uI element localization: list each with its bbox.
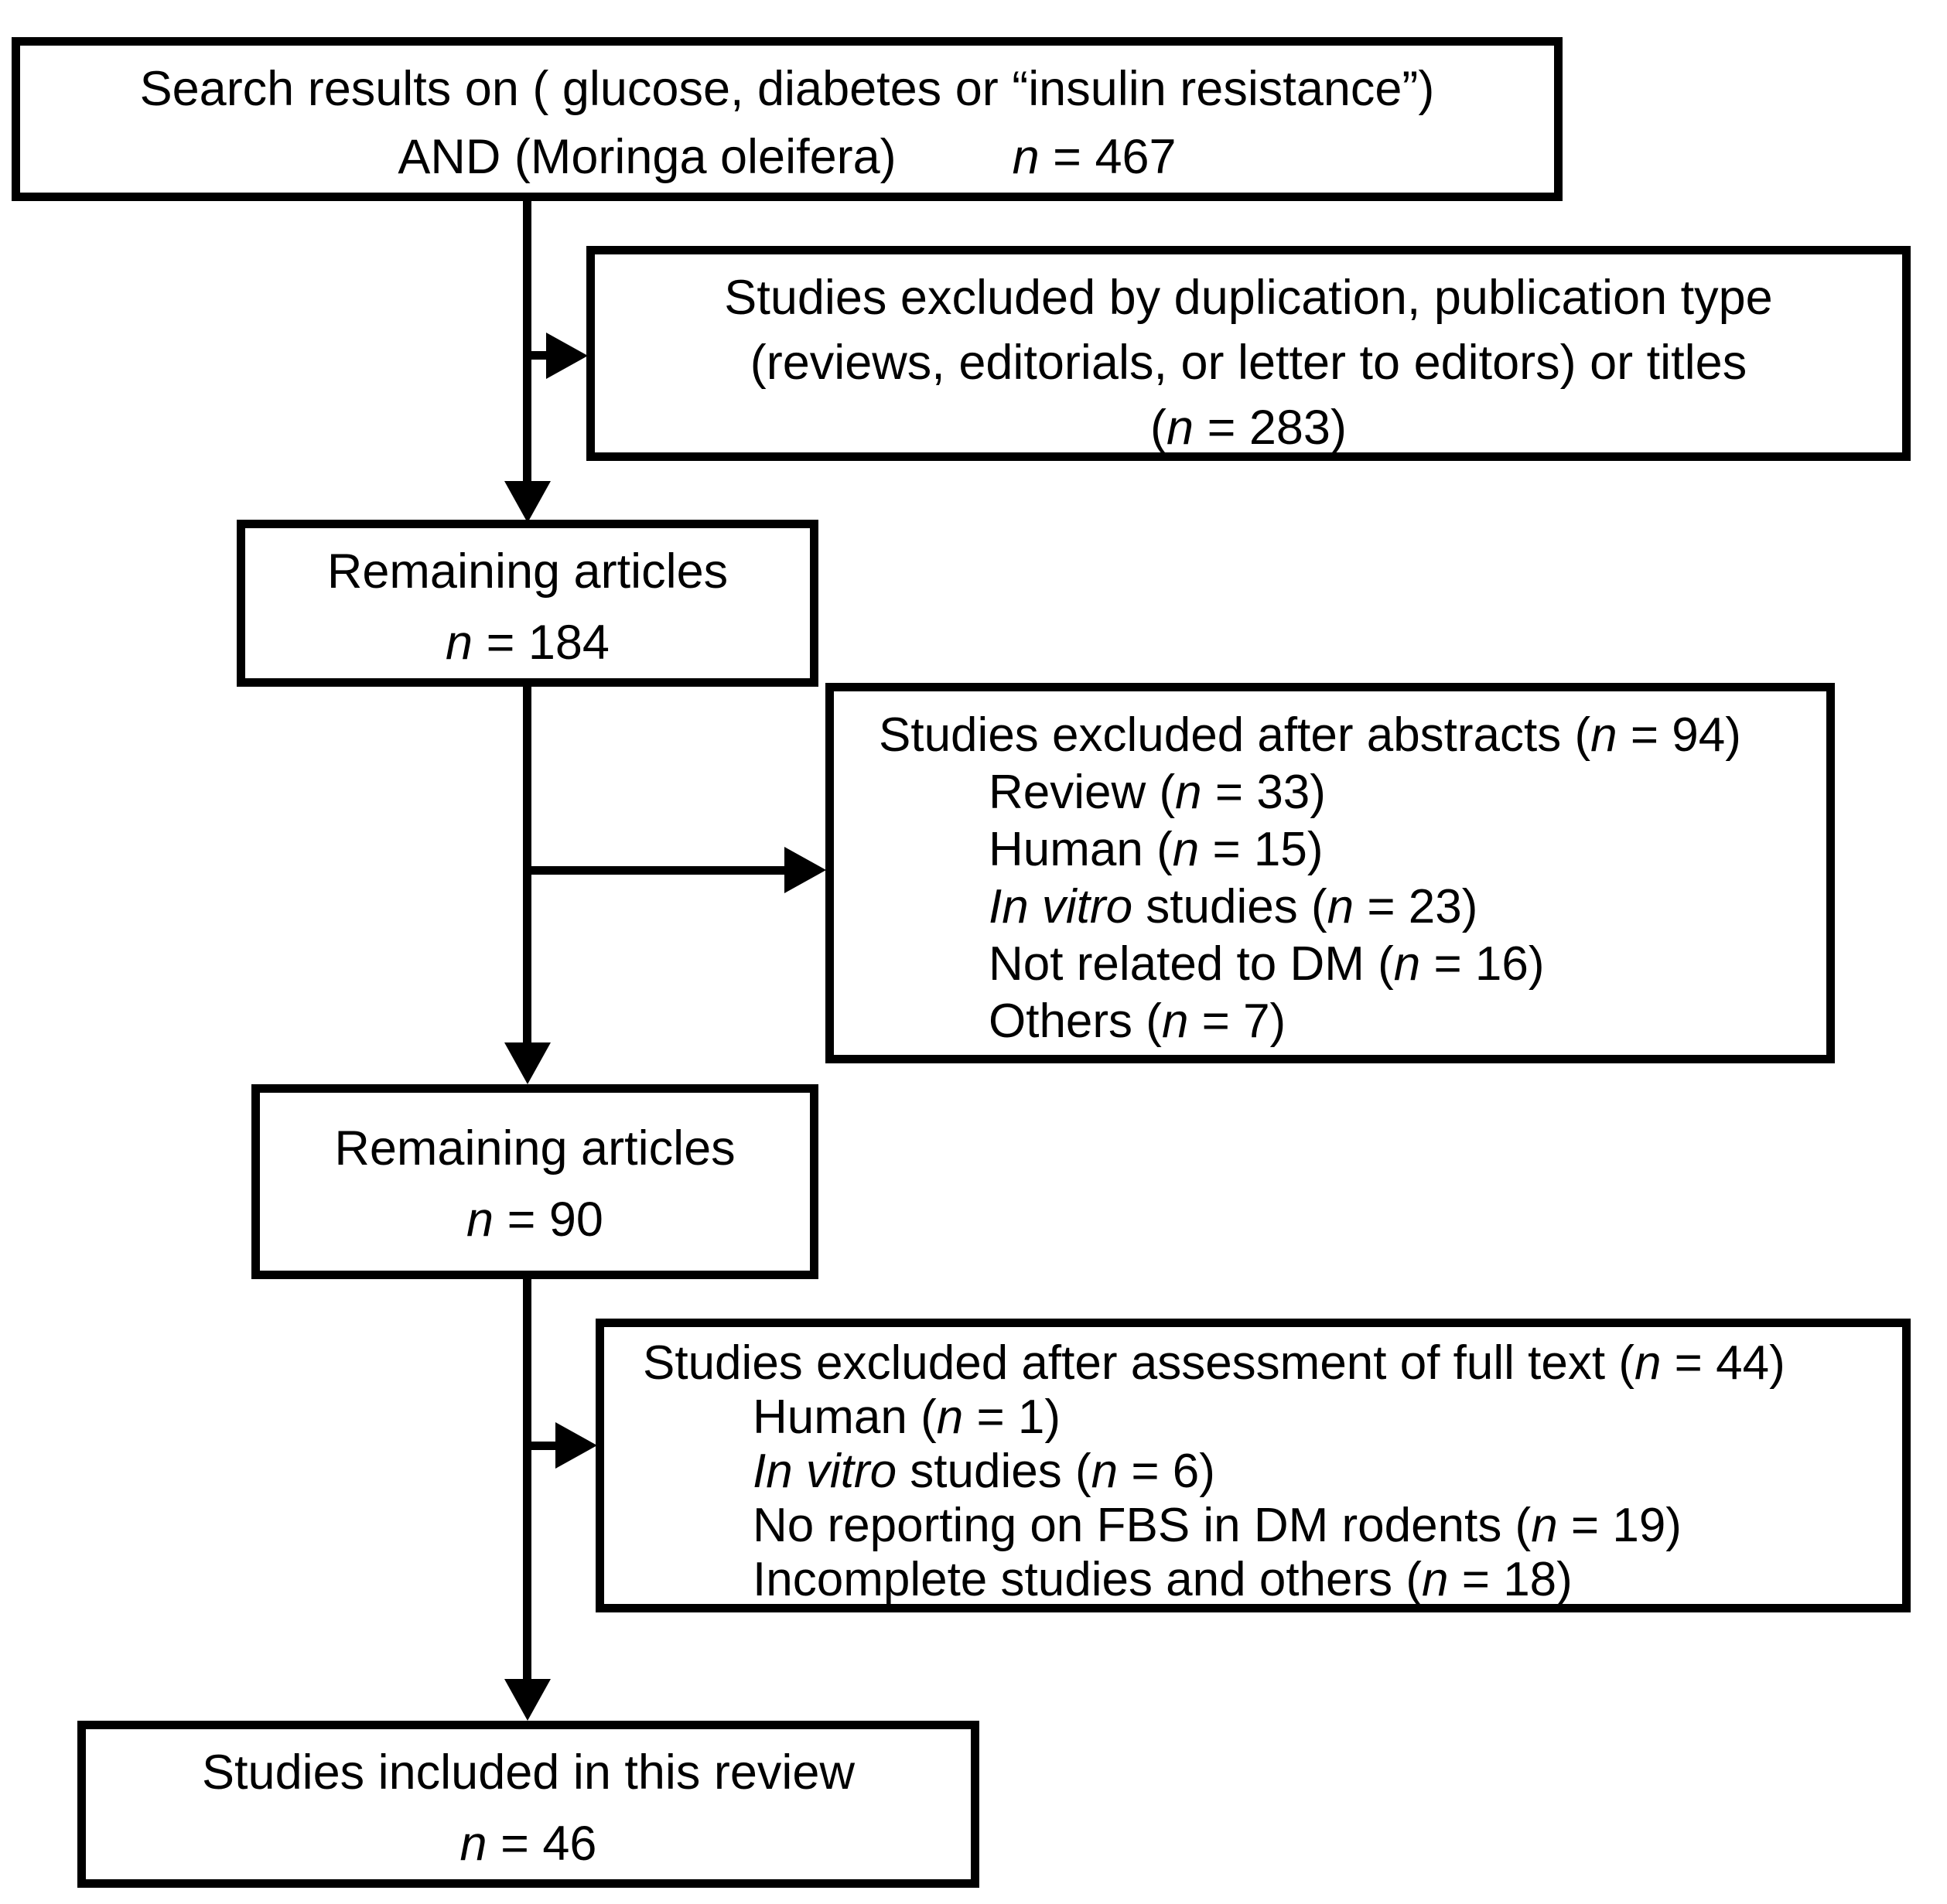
abstract-exclusion-box: Studies excluded after abstracts (n = 94… (825, 683, 1835, 1063)
n-symbol: n (1590, 708, 1617, 762)
duplication-exclusion-box: Studies excluded by duplication, publica… (586, 246, 1911, 461)
arrowhead-down-remaining90 (504, 1042, 551, 1084)
remaining-articles-90-box: Remaining articles n = 90 (251, 1084, 818, 1279)
abstract-exclusion-title: Studies excluded after abstracts (n = 94… (879, 708, 1741, 762)
exclusion-item-no-fbs: No reporting on FBS in DM rodents (n = 1… (753, 1499, 1682, 1552)
arrowhead-down-included (504, 1679, 551, 1721)
n-symbol: n (1175, 766, 1202, 819)
exclusion-item-review: Review (n = 33) (989, 766, 1326, 819)
search-query-line: Search results on ( glucose, diabetes or… (20, 55, 1554, 123)
exclusion-item-human: Human (n = 15) (989, 823, 1324, 876)
exclusion-item-human-fulltext: Human (n = 1) (753, 1390, 1061, 1444)
search-count: = 467 (1039, 130, 1177, 184)
arrowhead-right-fulltext (555, 1422, 597, 1469)
arrow-search-to-remaining184-line (523, 200, 531, 487)
n-symbol: n (1012, 130, 1040, 184)
n-symbol: n (1531, 1499, 1558, 1552)
included-studies-box: Studies included in this review n = 46 (77, 1721, 979, 1888)
included-studies-label: Studies included in this review (202, 1745, 855, 1800)
remaining-90-count: n = 90 (466, 1193, 603, 1247)
exclusion-item-others: Others (n = 7) (989, 995, 1286, 1048)
exclusion-item-invitro-fulltext: In vitro studies (n = 6) (753, 1445, 1215, 1498)
n-symbol: n (1091, 1445, 1119, 1498)
duplication-exclusion-line2: (reviews, editorials, or letter to edito… (750, 336, 1747, 390)
n-symbol: n (446, 616, 473, 670)
n-symbol: n (1161, 995, 1189, 1048)
remaining-90-label: Remaining articles (334, 1121, 736, 1175)
arrow-branch-duplication-line (527, 351, 552, 360)
remaining-184-count: n = 184 (446, 616, 610, 670)
n-symbol: n (1172, 823, 1200, 876)
arrowhead-down-remaining184 (504, 481, 551, 523)
arrow-remaining90-to-included-line (523, 1278, 531, 1681)
exclusion-item-invitro: In vitro studies (n = 23) (989, 880, 1478, 933)
n-symbol: n (1166, 401, 1194, 455)
n-symbol: n (1327, 880, 1354, 933)
remaining-184-label: Remaining articles (326, 544, 729, 599)
exclusion-item-not-dm: Not related to DM (n = 16) (989, 937, 1545, 991)
arrow-branch-fulltext-line (527, 1442, 559, 1450)
search-results-box: Search results on ( glucose, diabetes or… (12, 37, 1563, 201)
exclusion-item-incomplete: Incomplete studies and others (n = 18) (753, 1553, 1573, 1606)
arrowhead-right-abstracts (784, 847, 826, 893)
fulltext-exclusion-box: Studies excluded after assessment of ful… (596, 1319, 1911, 1612)
n-symbol: n (459, 1817, 487, 1871)
n-symbol: n (466, 1193, 494, 1247)
n-symbol: n (1634, 1336, 1662, 1390)
arrow-remaining184-to-remaining90-line (523, 684, 531, 1045)
duplication-exclusion-line1: Studies excluded by duplication, publica… (724, 271, 1773, 325)
arrow-branch-abstracts-line (527, 866, 787, 875)
fulltext-exclusion-title: Studies excluded after assessment of ful… (643, 1336, 1785, 1390)
included-studies-count: n = 46 (459, 1817, 597, 1871)
arrowhead-right-duplication (546, 333, 588, 379)
search-query-text: Search results on ( glucose, diabetes or… (139, 62, 1435, 116)
n-symbol: n (1422, 1553, 1449, 1606)
duplication-exclusion-count: (n = 283) (1150, 401, 1347, 455)
search-operator-line: AND (Moringa oleifera) n = 467 (20, 123, 1554, 191)
remaining-articles-184-box: Remaining articles n = 184 (237, 520, 818, 687)
n-symbol: n (1393, 937, 1421, 991)
search-operator-text: AND (Moringa oleifera) (398, 130, 897, 184)
n-symbol: n (936, 1390, 964, 1444)
